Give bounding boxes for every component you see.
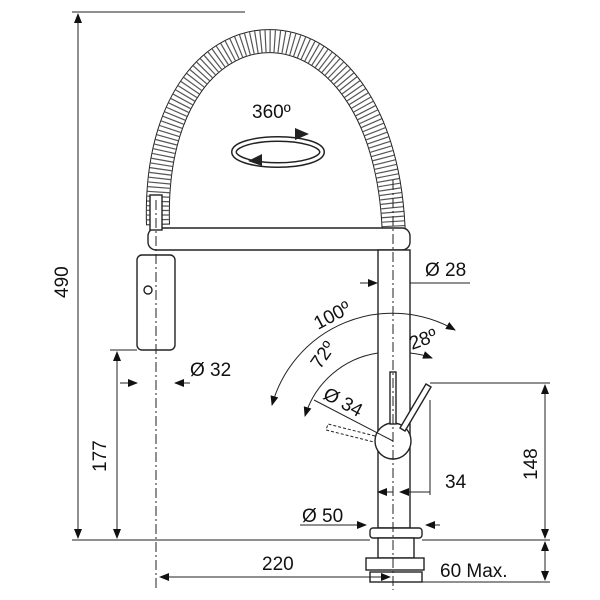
- spray-height-label: 177: [90, 440, 111, 472]
- angle-right-label: 28º: [407, 325, 441, 354]
- height-total-label: 490: [52, 266, 73, 298]
- deck-thickness-label: 60 Max.: [440, 561, 508, 582]
- rotation-label: 360º: [252, 102, 291, 123]
- rotation-arrow-icon: [231, 128, 325, 168]
- spring-hose: [145, 29, 407, 256]
- spray-diameter-label: Ø 32: [190, 360, 231, 381]
- hose-diameter-label: Ø 28: [425, 260, 466, 281]
- handle-diameter-label: Ø 34: [320, 384, 367, 422]
- base-diameter-label: Ø 50: [302, 506, 343, 527]
- lever-offset-label: 34: [445, 472, 467, 493]
- lever-height-label: 148: [521, 448, 542, 480]
- dimension-lines: [72, 11, 550, 583]
- reach-label: 220: [262, 554, 294, 575]
- faucet-body: [136, 180, 432, 590]
